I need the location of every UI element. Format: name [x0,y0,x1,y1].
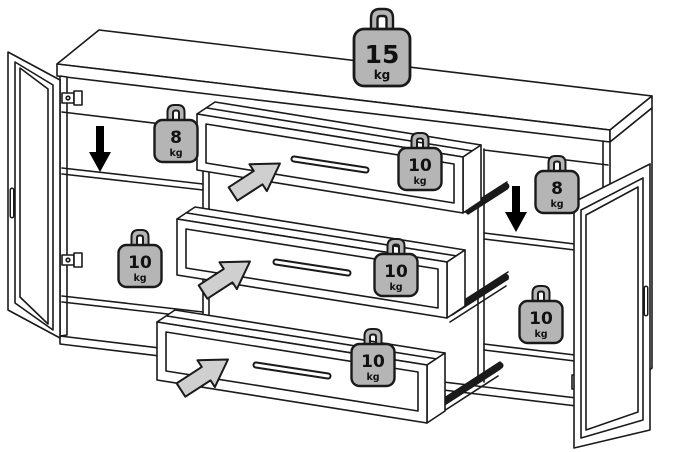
door-inner-frame-2 [585,186,639,431]
rail-ticks-top [464,182,511,214]
drawer-front-recess [165,331,419,412]
right-door [573,163,651,449]
door-inner-frame-2 [19,67,49,325]
load-direction-arrow-left [89,126,111,172]
thick-arrow-icon [197,260,251,300]
weight-unit: kg [169,148,182,159]
weight-value: 8 [170,128,182,148]
weight-value: 10 [128,253,152,273]
door-panel [573,163,651,449]
weight-unit: kg [133,273,146,284]
drawer-side [462,144,482,214]
thick-arrow-icon [175,358,229,398]
down-arrow-icon [505,186,527,232]
weight-unit: kg [366,372,379,383]
weight-marker-left-upper-shelf: 8 kg [153,102,199,164]
kettlebell-weight-icon [153,104,199,164]
hinge-icon [61,90,83,106]
weight-marker-top-surface: 15 kg [352,5,412,89]
thick-arrow-icon [227,162,281,202]
kettlebell-weight-icon [397,132,443,192]
hinge-icon [61,252,83,268]
kettlebell-weight-icon [518,285,564,345]
kettlebell-weight-icon [117,229,163,289]
weight-unit: kg [413,176,426,187]
pull-direction-arrow-bottom [175,358,229,398]
drawer-handle-highlight [292,157,368,172]
kettlebell-weight-icon [352,7,412,88]
weight-unit: kg [389,282,402,293]
door-inner-frame [14,61,54,331]
drawer-bottom [156,309,446,424]
pull-direction-arrow-top [227,162,281,202]
weight-unit: kg [374,68,391,82]
drawer-front-recess [185,228,439,309]
drawer-handle-highlight [274,260,350,275]
drawer-top-inner-line [186,212,458,257]
weight-value: 10 [361,352,385,372]
left-shelf [61,167,204,191]
weight-unit: kg [550,199,563,210]
weight-unit: kg [534,329,547,340]
weight-value: 10 [384,262,408,282]
weight-marker-top-drawer: 10 kg [397,130,443,192]
kettlebell-weight-icon [350,328,396,388]
door-panel [7,51,61,339]
kettlebell-weight-icon [373,238,419,298]
weight-marker-right-upper-shelf: 8 kg [534,153,580,215]
weight-marker-left-lower-shelf: 10 kg [117,227,163,289]
load-direction-arrow-right [505,186,527,232]
drawer-handle-highlight [254,363,330,378]
weight-marker-middle-drawer: 10 kg [373,236,419,298]
drawer-front-recess [205,123,455,204]
weight-marker-bottom-drawer: 10 kg [350,326,396,388]
drawer-side [426,352,446,424]
drawer-top [196,101,482,214]
weight-value: 15 [365,40,400,69]
door-inner-frame [580,177,644,439]
weight-value: 10 [408,156,432,176]
pull-direction-arrow-middle [197,260,251,300]
weight-value: 10 [529,309,553,329]
down-arrow-icon [89,126,111,172]
weight-value: 8 [551,179,563,199]
weight-marker-right-lower-shelf: 10 kg [518,283,564,345]
drawer-side [446,249,466,319]
kettlebell-weight-icon [534,155,580,215]
right-compartment-ceiling [483,149,609,166]
left-door [7,51,61,339]
